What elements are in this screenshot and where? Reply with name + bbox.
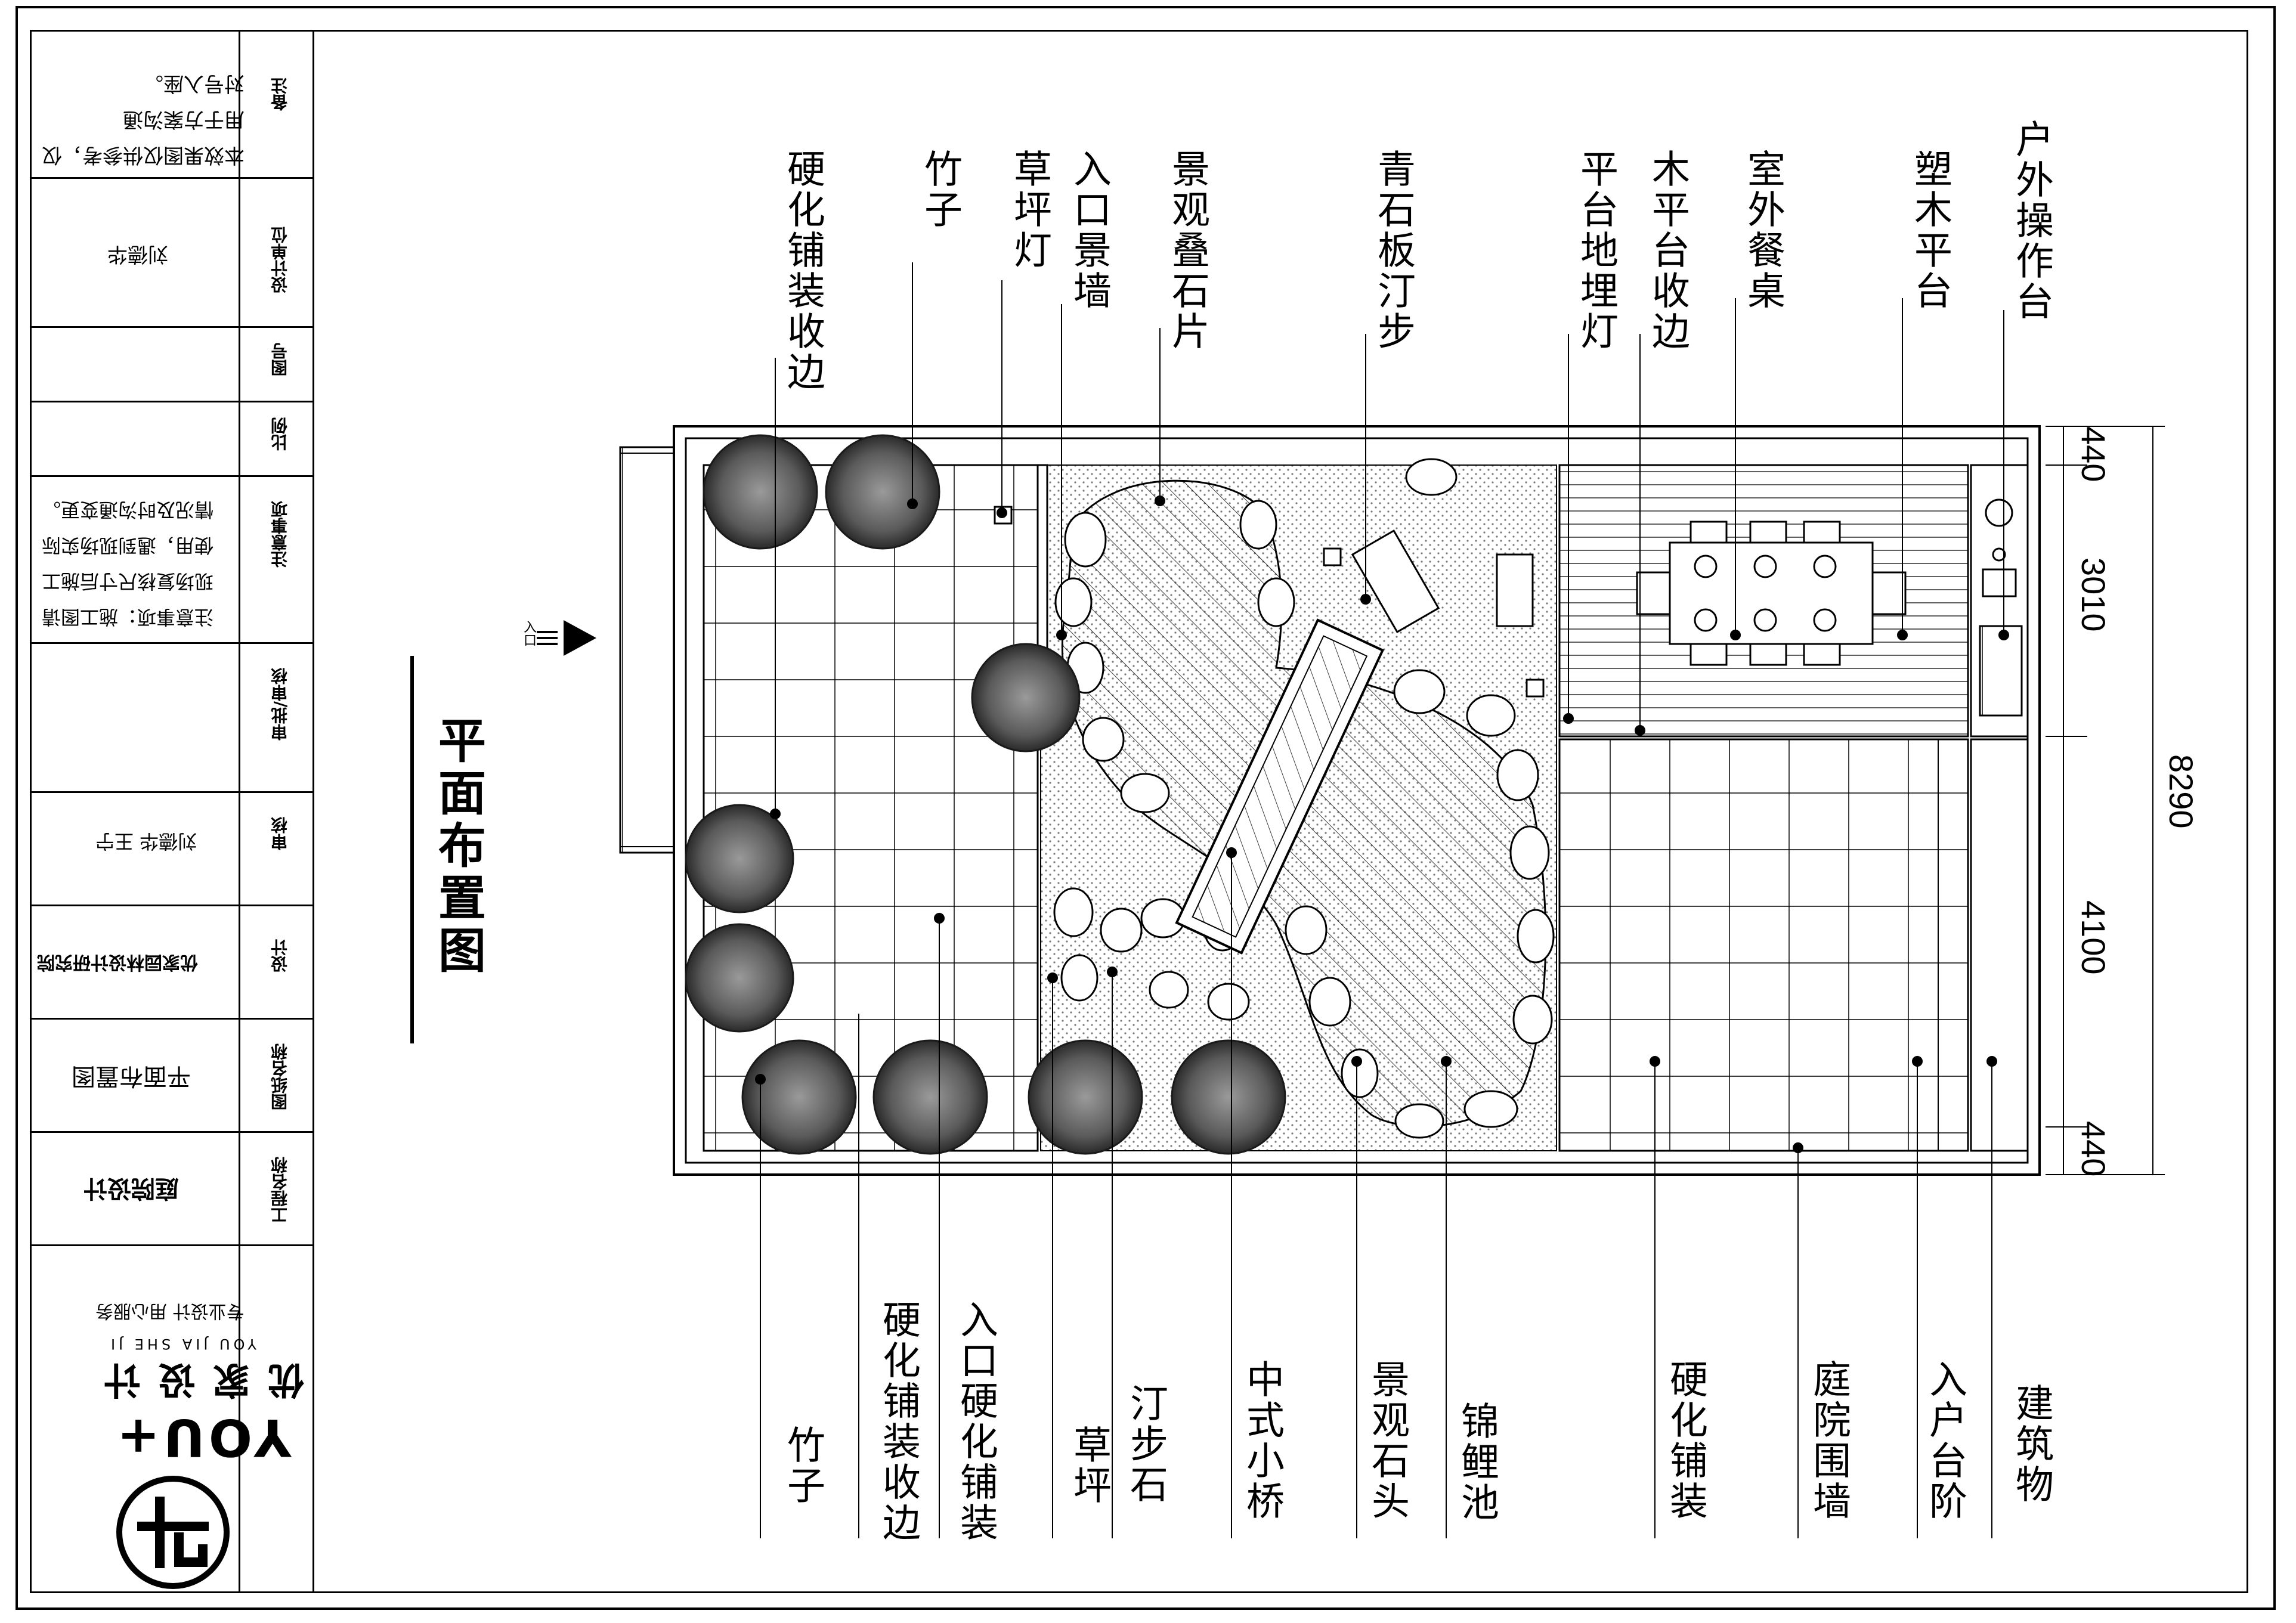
chinese-bridge	[1175, 618, 1385, 955]
label-hard-paving-edge-bottom: 硬化铺装收边	[876, 1300, 920, 1543]
entry-gate	[619, 446, 675, 854]
label-bamboo-top: 竹子	[918, 149, 962, 230]
dim-lower: 4100	[2075, 900, 2112, 975]
outdoor-counter	[1970, 464, 2029, 738]
logo-mark-icon	[116, 1476, 230, 1589]
tb-row-drawing-no: 图号	[30, 328, 314, 402]
label-koi-pond: 锦鲤池	[1455, 1401, 1499, 1523]
tb-row-notes: 注意事项 注意事项：施工图请 现场复核尺寸后施工 使用，遇到现场实际 情况及时沟…	[30, 477, 314, 644]
title-block: 备注 本效果图仅供参考，仅 用于方案沟通 对号入座。 设计单位 刘德华 图号 比…	[30, 30, 314, 1593]
label-dining-table: 室外餐桌	[1741, 149, 1785, 311]
tb-row-scale: 比例	[30, 402, 314, 477]
tb-row-company: 设计单位 刘德华	[30, 179, 314, 328]
label-outdoor-counter: 户外操作台	[2009, 119, 2053, 322]
entry-steps	[1970, 738, 2029, 1152]
bluestone-steps	[1351, 529, 1534, 634]
label-composite-deck: 塑木平台	[1908, 149, 1952, 311]
label-entry-paving: 入口硬化铺装	[954, 1300, 998, 1543]
tb-row-drawing-name: 图纸名称 平面布置图	[30, 1020, 314, 1133]
label-hard-paving: 硬化铺装	[1663, 1359, 1707, 1522]
dim-upper: 3010	[2075, 557, 2112, 632]
title-block-divider	[239, 30, 240, 1593]
tb-row-design: 设计 优家园林设计研究院	[30, 906, 314, 1020]
leader-lines-bottom	[755, 847, 1997, 1538]
plan-title-rule	[410, 656, 414, 1043]
entry-arrow-icon	[537, 620, 596, 656]
label-hard-paving-edge-top: 硬化铺装收边	[781, 149, 825, 392]
label-bluestone-steps: 青石板汀步	[1371, 149, 1415, 352]
leader-lines-top	[770, 262, 2009, 819]
dim-bottom: 440	[2075, 1121, 2112, 1177]
bamboo-trees	[685, 434, 1286, 1155]
label-bamboo-bottom: 竹子	[781, 1425, 825, 1506]
label-chinese-bridge: 中式小桥	[1240, 1359, 1284, 1522]
entry-label: 入口	[521, 620, 536, 646]
dim-total: 8290	[2162, 754, 2200, 829]
label-entry-wall: 入口景墙	[1067, 149, 1111, 311]
stepping-stones	[1053, 887, 1250, 1021]
dimension-lines	[2046, 426, 2165, 1175]
dim-top: 440	[2075, 426, 2112, 482]
logo-area: 专业设计 用心服务 YOU JIA SHE JI 优 家 设 计 YOU+	[30, 1288, 314, 1593]
hard-paving-right	[1558, 738, 1969, 1152]
tb-row-project: 工程名称 庭院设计	[30, 1133, 314, 1246]
tb-row-review: 审核 刘德华 王宁	[30, 793, 314, 906]
label-entry-steps: 入户台阶	[1923, 1359, 1967, 1522]
label-landscape-rocks: 景观石头	[1365, 1359, 1409, 1522]
plan-title: 平面布置图	[431, 716, 486, 978]
label-stacked-stone: 景观叠石片	[1165, 149, 1209, 352]
label-lawn: 草坪	[1067, 1425, 1111, 1506]
label-lawn-lamp: 草坪灯	[1007, 149, 1051, 271]
drawing-inner-border	[30, 30, 2248, 1593]
dining-table	[1636, 521, 1907, 666]
label-stepping-stones: 汀步石	[1124, 1383, 1168, 1505]
pond-rocks	[1054, 458, 1555, 1139]
label-courtyard-wall: 庭院围墙	[1806, 1359, 1851, 1522]
label-building: 建筑物	[2009, 1383, 2053, 1505]
label-platform-lights: 平台地埋灯	[1574, 149, 1618, 352]
tb-row-notice: 备注 本效果图仅供参考，仅 用于方案沟通 对号入座。	[30, 30, 314, 179]
drawing-frame	[16, 6, 2276, 1610]
tb-row-approve: 审批/审核	[30, 644, 314, 793]
label-deck-edge: 木平台收边	[1645, 149, 1689, 352]
